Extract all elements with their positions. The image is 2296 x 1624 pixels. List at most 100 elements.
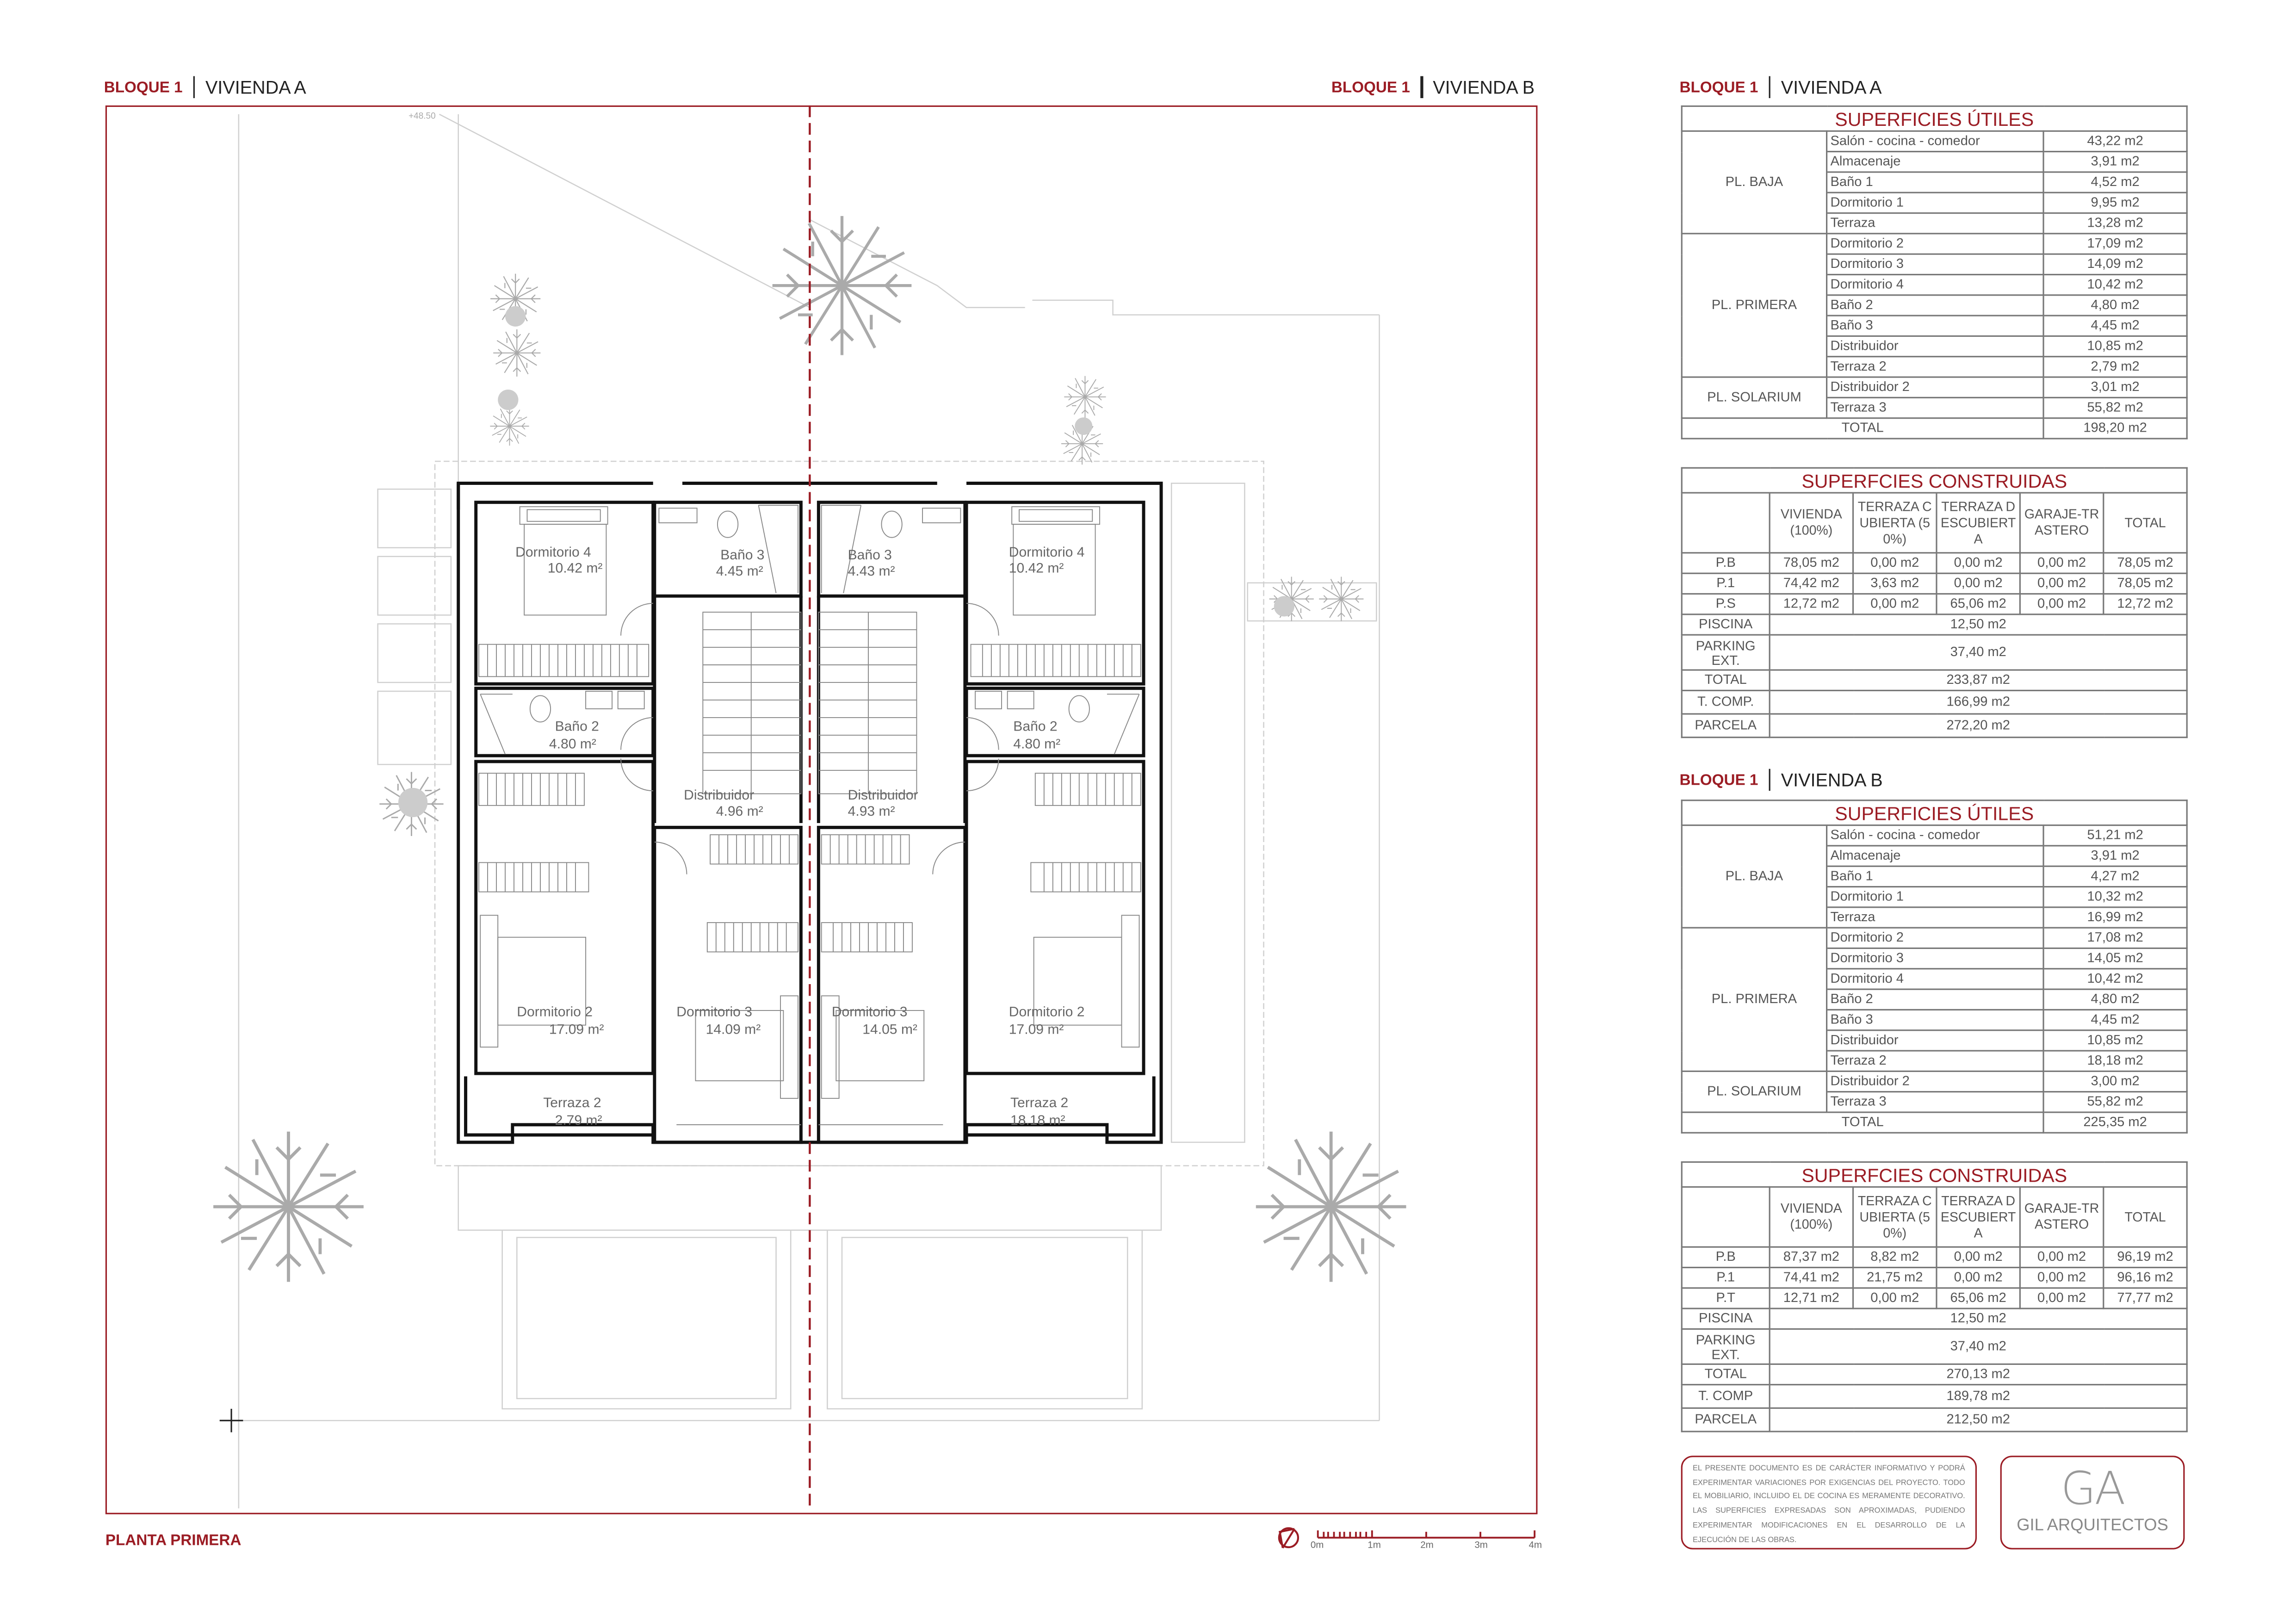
tree-icon	[1256, 1132, 1406, 1282]
table-title-row: SUPERFICIES ÚTILES	[1681, 800, 2188, 826]
room-area: 4.80 m²	[1013, 736, 1060, 751]
room-name: Dormitorio 3	[832, 1004, 908, 1020]
room-area: 14,05 m2	[2042, 947, 2188, 970]
table-title-row: SUPERFCIES CONSTRUIDAS	[1681, 1161, 2188, 1188]
room-name: Terraza 3	[1826, 397, 2044, 419]
room-area: 17.09 m²	[1009, 1022, 1064, 1037]
room-area: 9,95 m2	[2042, 192, 2188, 214]
room-name: Dormitorio 2	[517, 1004, 593, 1020]
room-name: Almacenaje	[1826, 151, 2044, 173]
room-area: 4.93 m²	[848, 804, 895, 819]
room-name: Terraza 2	[1826, 1050, 2044, 1072]
summary-label: PARKING EXT.	[1681, 634, 1770, 671]
column-header: TERRAZA CUBIERTA (50%)	[1852, 492, 1937, 554]
summary-label: PARKING EXT.	[1681, 1328, 1770, 1365]
room-area: 4,45 m2	[2042, 1009, 2188, 1031]
room-area: 10,85 m2	[2042, 1029, 2188, 1052]
table-header-vivienda-a: BLOQUE 1 VIVIENDA A	[1679, 76, 1881, 99]
room-name: Baño 3	[1826, 315, 2044, 337]
room-area: 16,99 m2	[2042, 906, 2188, 929]
plan-title: PLANTA PRIMERA	[105, 1531, 241, 1550]
area-value: 74,41 m2	[1769, 1266, 1854, 1289]
room-name: Distribuidor 2	[1826, 1070, 2044, 1093]
floor-label: PL. PRIMERA	[1681, 927, 1828, 1072]
summary-value: 270,13 m2	[1769, 1363, 2188, 1386]
logo-initials: GA	[2061, 1463, 2126, 1516]
plan-frame	[105, 105, 1538, 1514]
floor-label: PL. SOLARIUM	[1681, 1070, 1828, 1113]
scale-label: 2m	[1420, 1540, 1434, 1550]
logo-name: GIL ARQUITECTOS	[2017, 1517, 2168, 1535]
disclaimer-box: EL PRESENTE DOCUMENTO ES DE CARÁCTER INF…	[1681, 1456, 1977, 1550]
room-name: Baño 3	[1826, 1009, 2044, 1031]
vivienda-label: VIVIENDA B	[1433, 77, 1535, 98]
area-value: 74,42 m2	[1769, 572, 1854, 595]
room-area: 4,80 m2	[2042, 988, 2188, 1010]
column-header: TOTAL	[2103, 1186, 2188, 1248]
room-area: 3,91 m2	[2042, 151, 2188, 173]
area-value: 3,63 m2	[1852, 572, 1937, 595]
summary-label: PISCINA	[1681, 614, 1770, 636]
area-value: 0,00 m2	[2019, 572, 2104, 595]
column-header: TERRAZA DESCUBIERTA	[1936, 1186, 2021, 1248]
summary-row: T. COMP.166,99 m2	[1681, 689, 2188, 715]
elevation-marker: +48.50	[408, 111, 436, 121]
room-name: Baño 2	[1013, 719, 1057, 734]
room-area: 43,22 m2	[2042, 130, 2188, 153]
header-divider	[1768, 76, 1771, 99]
summary-label: PARCELA	[1681, 713, 1770, 738]
crosshair-marker	[219, 1408, 243, 1432]
room-area: 4.43 m²	[848, 564, 895, 579]
room-name: Baño 2	[1826, 294, 2044, 316]
summary-value: 12,50 m2	[1769, 614, 2188, 636]
summary-label: PISCINA	[1681, 1308, 1770, 1330]
floor-label: P.B	[1681, 552, 1770, 574]
area-value: 0,00 m2	[1936, 552, 2021, 574]
summary-label: T. COMP	[1681, 1384, 1770, 1409]
area-value: 0,00 m2	[2019, 593, 2104, 615]
room-area: 10.42 m²	[548, 561, 603, 576]
floor-label: PL. PRIMERA	[1681, 233, 1828, 378]
table-title: SUPERFICIES ÚTILES	[1681, 105, 2188, 132]
room-area: 18,18 m2	[2042, 1050, 2188, 1072]
table-title-row: SUPERFICIES ÚTILES	[1681, 105, 2188, 132]
room-name: Salón - cocina - comedor	[1826, 130, 2044, 153]
area-value: 0,00 m2	[1936, 572, 2021, 595]
summary-value: 212,50 m2	[1769, 1407, 2188, 1432]
room-area: 10,42 m2	[2042, 968, 2188, 990]
table-title: SUPERFCIES CONSTRUIDAS	[1681, 467, 2188, 494]
room-name: Distribuidor 2	[1826, 376, 2044, 398]
room-area: 2.79 m²	[555, 1113, 602, 1128]
room-area: 10,42 m2	[2042, 273, 2188, 296]
tree-icon	[773, 216, 912, 355]
area-value: 12,72 m2	[2103, 593, 2188, 615]
scale-label: 0m	[1311, 1540, 1324, 1550]
column-header-row: VIVIENDA (100%)TERRAZA CUBIERTA (50%)TER…	[1681, 1186, 2188, 1248]
